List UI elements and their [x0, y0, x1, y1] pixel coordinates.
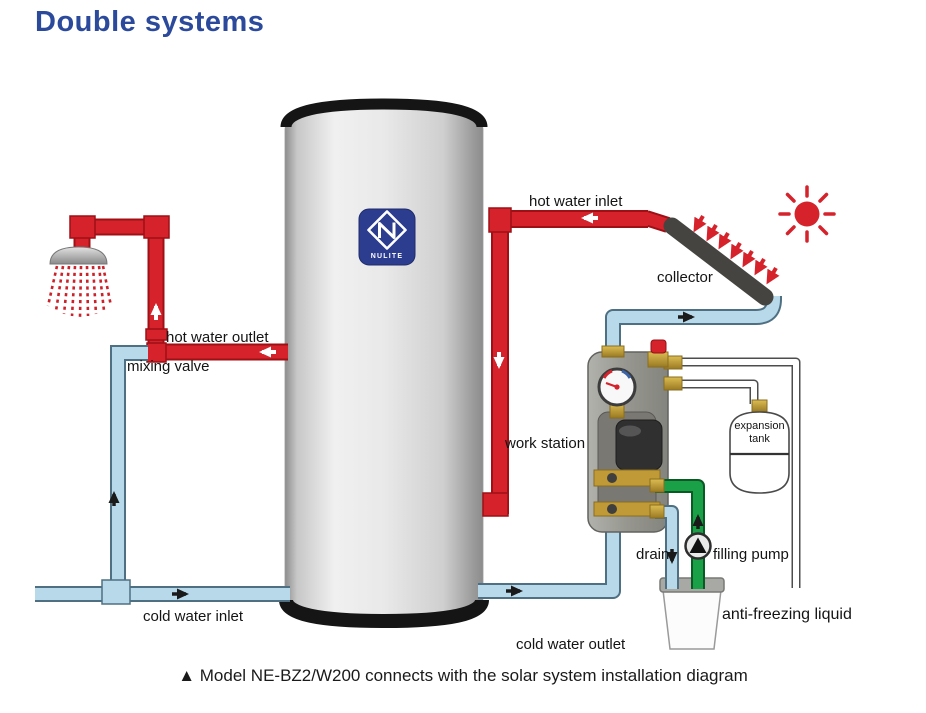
flow-arrows — [108, 212, 704, 600]
shower-head-icon — [46, 246, 113, 318]
relief-pipe — [670, 357, 801, 588]
page-title: Double systems — [35, 6, 265, 38]
label-expansion-tank-line1: expansion — [734, 420, 785, 432]
sun-rays-arrows — [693, 214, 780, 285]
nulite-logo: NULITE — [358, 208, 416, 266]
label-drain: drain — [636, 546, 670, 563]
cold-water-riser-pipe — [110, 345, 148, 592]
logo-brand-text: NULITE — [371, 253, 403, 260]
pressure-gauge-icon — [597, 367, 637, 419]
storage-tank: NULITE — [279, 98, 489, 629]
label-anti-freezing-liquid: anti-freezing liquid — [722, 606, 852, 623]
label-cold-water-inlet: cold water inlet — [143, 608, 244, 625]
diagram-caption: ▲ Model NE-BZ2/W200 connects with the so… — [178, 666, 748, 685]
label-expansion-tank-line2: tank — [749, 432, 770, 445]
sun-icon — [778, 185, 836, 243]
label-collector: collector — [657, 269, 713, 286]
filling-pump-icon — [684, 532, 712, 560]
label-work-station: work station — [505, 435, 586, 452]
label-hot-water-outlet: hot water outlet — [166, 329, 269, 346]
filling-pipe — [649, 478, 712, 589]
label-expansion-tank: expansion tank — [729, 420, 790, 445]
solar-collector — [663, 217, 774, 306]
label-mixing-valve: mixing valve — [127, 358, 210, 375]
expansion-tank — [729, 399, 790, 494]
cold-water-inlet-pipe — [35, 579, 290, 605]
shower-spray — [46, 265, 113, 318]
work-station — [587, 339, 683, 533]
label-cold-water-outlet: cold water outlet — [516, 636, 626, 653]
cold-water-outlet-pipe — [478, 291, 782, 599]
safety-valve-icon — [647, 339, 669, 368]
label-hot-water-inlet: hot water inlet — [529, 193, 623, 210]
label-filling-pump: filling pump — [713, 546, 789, 563]
